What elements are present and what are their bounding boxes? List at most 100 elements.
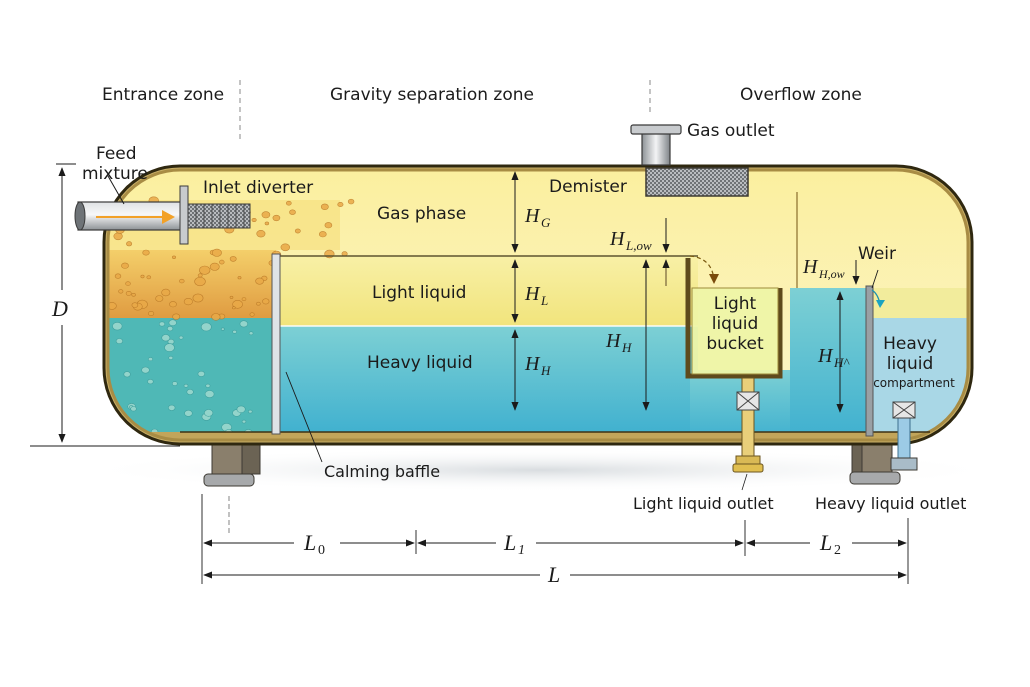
entrance-zone-label: Entrance zone bbox=[102, 85, 224, 105]
droplet bbox=[289, 209, 296, 215]
droplet bbox=[172, 255, 177, 259]
droplet bbox=[318, 231, 327, 238]
gas-outlet-nozzle bbox=[630, 124, 682, 166]
droplet bbox=[161, 334, 171, 342]
entrance-heavy-mix bbox=[108, 318, 276, 440]
light-liquid-label: Light liquid bbox=[372, 283, 466, 303]
droplet bbox=[232, 306, 236, 310]
feed-flow-arrowhead bbox=[162, 210, 175, 224]
droplet bbox=[239, 320, 249, 328]
droplet bbox=[126, 241, 133, 247]
light-outlet-label: Light liquid outlet bbox=[633, 494, 774, 513]
droplet bbox=[172, 381, 178, 386]
gravity-zone-label: Gravity separation zone bbox=[330, 85, 534, 105]
droplet bbox=[261, 211, 271, 219]
heavy-liquid-label: Heavy liquid bbox=[367, 353, 473, 373]
droplet bbox=[219, 259, 225, 265]
droplet bbox=[241, 297, 247, 302]
symbol-hhow-sub: H,ow bbox=[818, 267, 845, 281]
droplet bbox=[256, 230, 266, 238]
symbol-l1-main: L bbox=[503, 530, 516, 555]
droplet bbox=[248, 409, 253, 414]
droplet bbox=[131, 292, 136, 297]
symbol-hh-sub: H bbox=[540, 363, 551, 378]
droplet bbox=[236, 405, 246, 413]
droplet bbox=[200, 322, 212, 332]
droplet bbox=[114, 273, 122, 279]
symbol-d: D bbox=[51, 296, 68, 321]
symbol-hh: H H bbox=[524, 353, 551, 378]
droplet bbox=[164, 343, 175, 352]
droplet bbox=[194, 276, 206, 287]
droplet bbox=[140, 274, 145, 279]
droplet bbox=[179, 278, 185, 284]
droplet bbox=[142, 249, 150, 256]
heavy-liquid-layer bbox=[278, 326, 698, 436]
bucket-label-line1: Light bbox=[714, 294, 757, 314]
droplet bbox=[220, 327, 225, 331]
droplet bbox=[272, 214, 281, 222]
droplet bbox=[337, 202, 344, 208]
droplet bbox=[262, 298, 270, 305]
heavy-comp-label-line3: compartment bbox=[873, 376, 955, 390]
droplet bbox=[168, 355, 174, 360]
droplet bbox=[186, 388, 194, 395]
gas-outlet-label: Gas outlet bbox=[687, 121, 775, 141]
bucket-label-line3: bucket bbox=[706, 334, 764, 354]
droplet bbox=[113, 232, 123, 241]
droplet bbox=[168, 404, 176, 411]
symbol-hg: H G bbox=[524, 205, 551, 230]
demister bbox=[645, 167, 749, 197]
overflow-zone-label: Overflow zone bbox=[740, 85, 862, 105]
symbol-hg-main: H bbox=[524, 205, 541, 227]
droplet bbox=[148, 310, 155, 316]
droplet bbox=[237, 276, 242, 280]
symbol-l2: L 2 bbox=[819, 530, 841, 558]
droplet bbox=[204, 390, 215, 398]
light-liquid-outlet-pipe bbox=[732, 377, 764, 473]
droplet bbox=[130, 406, 137, 412]
droplet bbox=[294, 228, 301, 234]
droplet bbox=[209, 262, 220, 271]
calming-baffle-label: Calming baffle bbox=[324, 462, 440, 481]
droplet bbox=[178, 335, 184, 340]
inlet-diverter-label: Inlet diverter bbox=[203, 178, 313, 198]
droplet bbox=[248, 331, 254, 336]
symbol-l1-sub: 1 bbox=[518, 543, 525, 558]
droplet bbox=[347, 198, 355, 205]
heavy-comp-label-line2: liquid bbox=[887, 354, 934, 374]
heavy-outlet-label: Heavy liquid outlet bbox=[815, 494, 966, 513]
droplet bbox=[251, 218, 257, 223]
droplet bbox=[249, 312, 255, 317]
heavy-comp-label-line1: Heavy bbox=[883, 334, 937, 354]
droplet bbox=[147, 379, 154, 385]
droplet bbox=[161, 288, 171, 297]
droplet bbox=[229, 295, 234, 299]
droplet bbox=[205, 383, 211, 388]
symbol-hl: H L bbox=[524, 283, 548, 308]
weir-leader bbox=[871, 269, 879, 289]
symbol-hlow: H L,ow bbox=[609, 228, 652, 253]
weir-overflow-arrowhead bbox=[876, 300, 885, 308]
calming-baffle-leader bbox=[285, 371, 323, 463]
droplet bbox=[211, 248, 222, 257]
droplet bbox=[172, 313, 181, 320]
symbol-hh-weir-main: H bbox=[817, 345, 834, 367]
heavy-liquid-outlet-pipe bbox=[890, 401, 918, 471]
overflow-arrowhead bbox=[709, 274, 719, 284]
symbol-hl-main: H bbox=[524, 283, 541, 305]
droplet bbox=[229, 256, 237, 262]
droplet bbox=[125, 290, 132, 296]
symbol-hg-sub: G bbox=[541, 215, 551, 230]
droplet bbox=[113, 422, 122, 429]
droplet bbox=[115, 338, 123, 344]
droplet bbox=[192, 293, 204, 303]
droplet bbox=[158, 321, 166, 327]
droplet bbox=[131, 302, 139, 308]
symbol-hh-weir-sub: H^ bbox=[833, 355, 850, 370]
droplet bbox=[146, 275, 152, 280]
symbol-hhow-main: H bbox=[802, 256, 819, 278]
symbol-hlow-main: H bbox=[609, 228, 626, 250]
feed-label-line1: Feed bbox=[96, 144, 137, 164]
